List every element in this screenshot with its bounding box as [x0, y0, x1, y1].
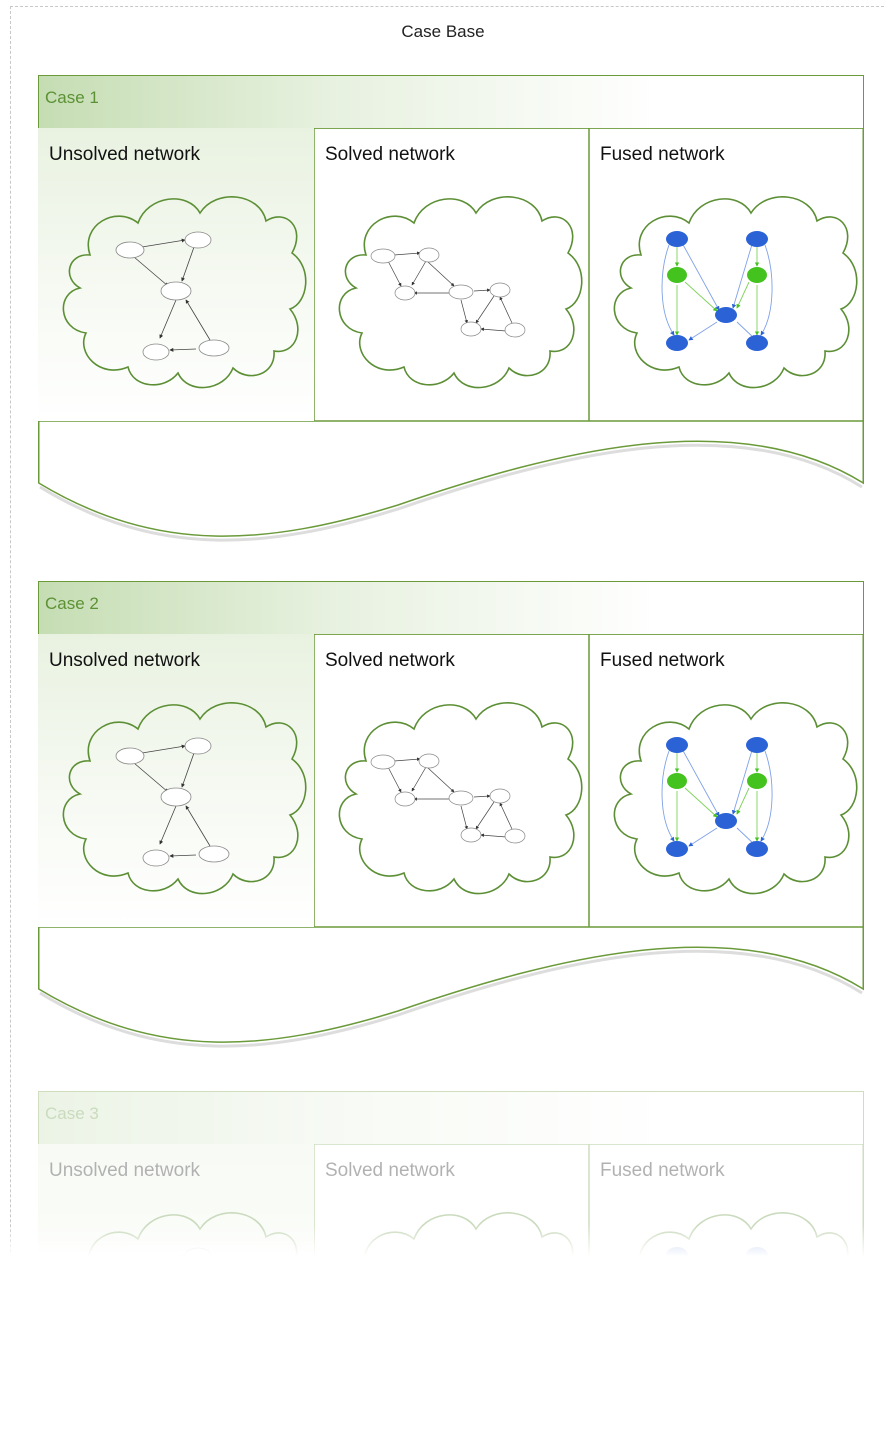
solved-network-label: Solved network	[325, 650, 455, 671]
unsolved-network-cell: Unsolved network	[38, 634, 314, 927]
cloud-shape	[613, 196, 858, 389]
case-title: Case 3	[45, 1104, 99, 1123]
unsolved-network-label: Unsolved network	[49, 1160, 201, 1181]
fused-network-label: Fused network	[600, 144, 725, 165]
case-header: Case 3	[38, 1091, 864, 1144]
case-base-frame	[10, 6, 884, 1447]
unsolved-network-cell: Unsolved network	[38, 128, 314, 421]
fused-network-label: Fused network	[600, 1160, 725, 1181]
unsolved-network-label: Unsolved network	[49, 144, 201, 165]
case-title: Case 1	[45, 88, 99, 107]
unsolved-network-label: Unsolved network	[49, 650, 201, 671]
solved-network-cell: Solved network	[314, 634, 589, 927]
solved-network-cell: Solved network	[314, 128, 589, 421]
fused-network-label: Fused network	[600, 650, 725, 671]
solved-network-graph	[338, 702, 583, 895]
fused-network-cell: Fused network	[589, 634, 864, 927]
unsolved-network-graph	[62, 702, 307, 895]
case-base-title: Case Base	[401, 22, 485, 41]
solved-network-label: Solved network	[325, 144, 455, 165]
fused-network-cell: Fused network	[589, 128, 864, 421]
fused-network-graph	[613, 196, 858, 389]
case-header: Case 2	[38, 581, 864, 634]
case-document-shape	[38, 633, 864, 1048]
case-title: Case 2	[45, 594, 99, 613]
solved-network-graph	[338, 196, 583, 389]
unsolved-network-graph	[62, 196, 307, 389]
fade-overlay	[0, 1225, 886, 1449]
cloud-shape	[613, 702, 858, 895]
solved-network-label: Solved network	[325, 1160, 455, 1181]
case-document-shape	[38, 127, 864, 542]
fused-network-graph	[613, 702, 858, 895]
case-header: Case 1	[38, 75, 864, 128]
